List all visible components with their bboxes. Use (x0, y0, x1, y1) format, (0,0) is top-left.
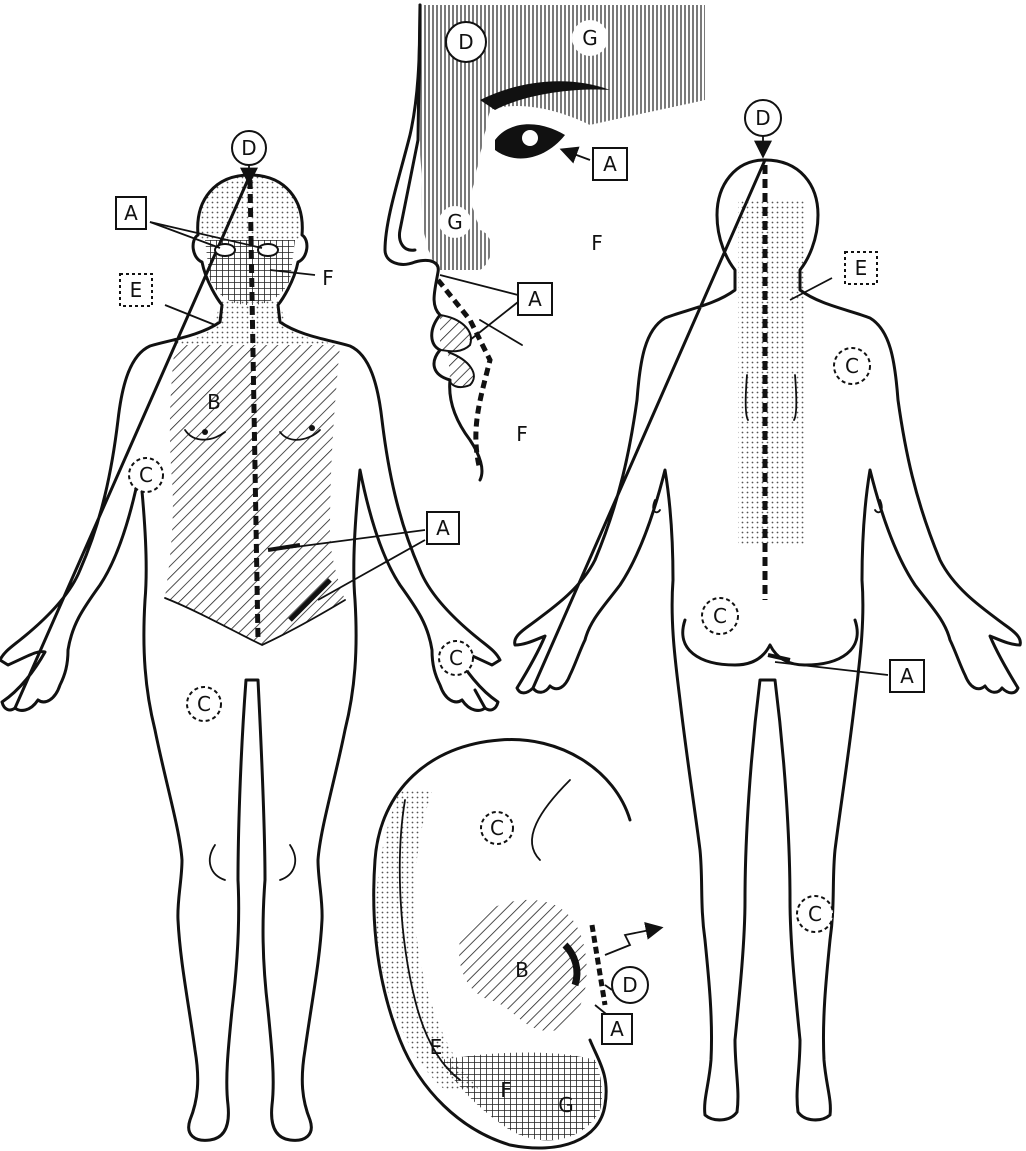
label-d-back: D (755, 106, 770, 130)
label-e-back: E (855, 256, 868, 280)
label-e-front: E (130, 278, 143, 302)
label-g-face-top: G (582, 26, 598, 50)
back-spine-region (738, 200, 806, 545)
label-d-ear: D (622, 973, 637, 997)
label-a-face-eye: A (603, 152, 617, 176)
label-f-face-chin: F (516, 422, 528, 446)
ear-lobe-region (440, 1053, 602, 1141)
label-f-ear: F (500, 1078, 512, 1102)
label-c-front-thigh: C (197, 692, 211, 716)
label-c-back-calf: C (808, 902, 822, 926)
label-a-ear: A (610, 1017, 624, 1041)
label-g-ear: G (558, 1093, 574, 1117)
label-c-front-arm: C (139, 463, 153, 487)
label-e-ear: E (430, 1035, 443, 1059)
label-c-ear: C (490, 816, 504, 840)
label-a-front-torso: A (436, 516, 450, 540)
label-b-ear: B (515, 958, 529, 982)
label-c-back-shoulder: C (845, 354, 859, 378)
label-c-front-hand: C (449, 646, 463, 670)
label-a-back: A (900, 664, 914, 688)
ear-diagram (374, 740, 660, 1149)
label-d-front: D (241, 136, 256, 160)
label-a-face-mouth: A (528, 287, 542, 311)
label-f-face-cheek: F (591, 231, 603, 255)
label-a-front-head: A (124, 201, 138, 225)
label-b-front: B (207, 390, 221, 414)
label-f-front: F (322, 266, 334, 290)
label-g-face-nose: G (447, 210, 463, 234)
back-figure (515, 160, 1021, 1120)
label-d-face: D (458, 30, 473, 54)
label-c-back-hip: C (713, 604, 727, 628)
